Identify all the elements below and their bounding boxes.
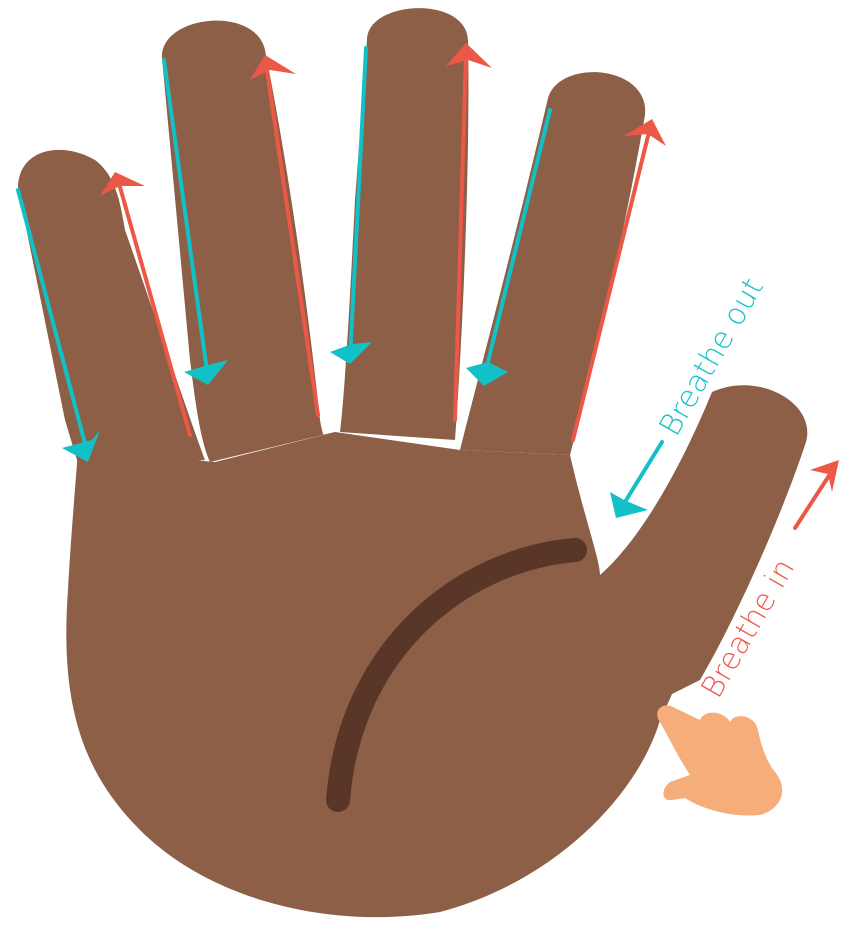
pointing-finger-icon — [657, 705, 782, 815]
down-arrow-icon — [610, 442, 662, 518]
middle-finger — [340, 8, 468, 440]
up-arrow-icon — [795, 460, 839, 528]
